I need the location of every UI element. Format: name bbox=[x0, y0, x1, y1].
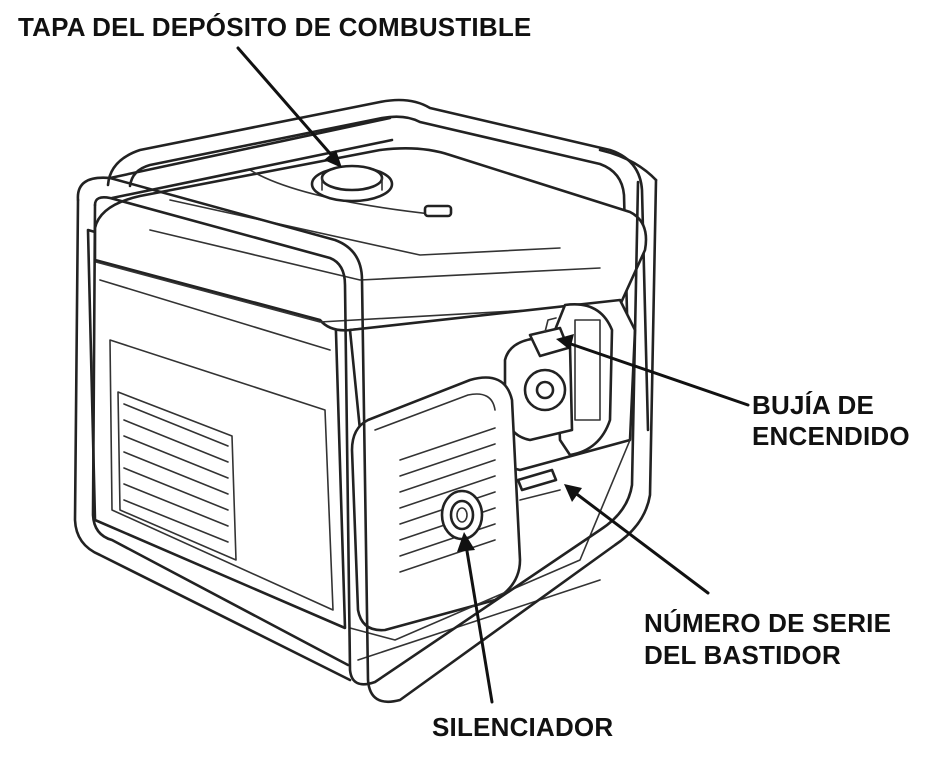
muffler-top bbox=[374, 393, 496, 431]
label-serial-line2: DEL BASTIDOR bbox=[644, 640, 841, 670]
housing-left-lower bbox=[99, 279, 331, 351]
serial-plate bbox=[516, 468, 558, 492]
label-muffler: SILENCIADOR bbox=[432, 712, 614, 742]
arrowhead-muffler bbox=[457, 532, 475, 552]
arrowhead-spark-plug bbox=[556, 334, 574, 350]
base-plate bbox=[349, 439, 631, 641]
frame-top-tube bbox=[108, 116, 394, 200]
arrowhead-fuel-cap bbox=[324, 150, 342, 168]
muffler-outlet bbox=[440, 489, 484, 541]
frame-left-tube bbox=[73, 198, 352, 682]
fuel-cap-drawing bbox=[310, 164, 453, 218]
label-fuel-cap: TAPA DEL DEPÓSITO DE COMBUSTIBLE bbox=[18, 12, 532, 42]
top-cover-ridge-2 bbox=[149, 229, 601, 281]
left-vent-grille bbox=[117, 391, 237, 561]
leader-fuel-cap bbox=[236, 46, 336, 160]
arrowhead-serial bbox=[564, 484, 582, 502]
label-serial-line1: NÚMERO DE SERIE bbox=[644, 608, 892, 638]
label-spark-plug-line2: ENCENDIDO bbox=[752, 421, 910, 451]
frame-back-tube bbox=[106, 98, 650, 432]
frame-front-tube bbox=[76, 176, 658, 704]
frame-front-tube-inner bbox=[93, 180, 640, 686]
top-cover bbox=[93, 147, 648, 332]
leader-spark-plug bbox=[566, 341, 750, 407]
leader-serial bbox=[572, 490, 710, 595]
leader-muffler bbox=[464, 543, 494, 704]
housing-left-inner bbox=[109, 339, 334, 611]
label-spark-plug-line1: BUJÍA DE bbox=[752, 390, 874, 420]
